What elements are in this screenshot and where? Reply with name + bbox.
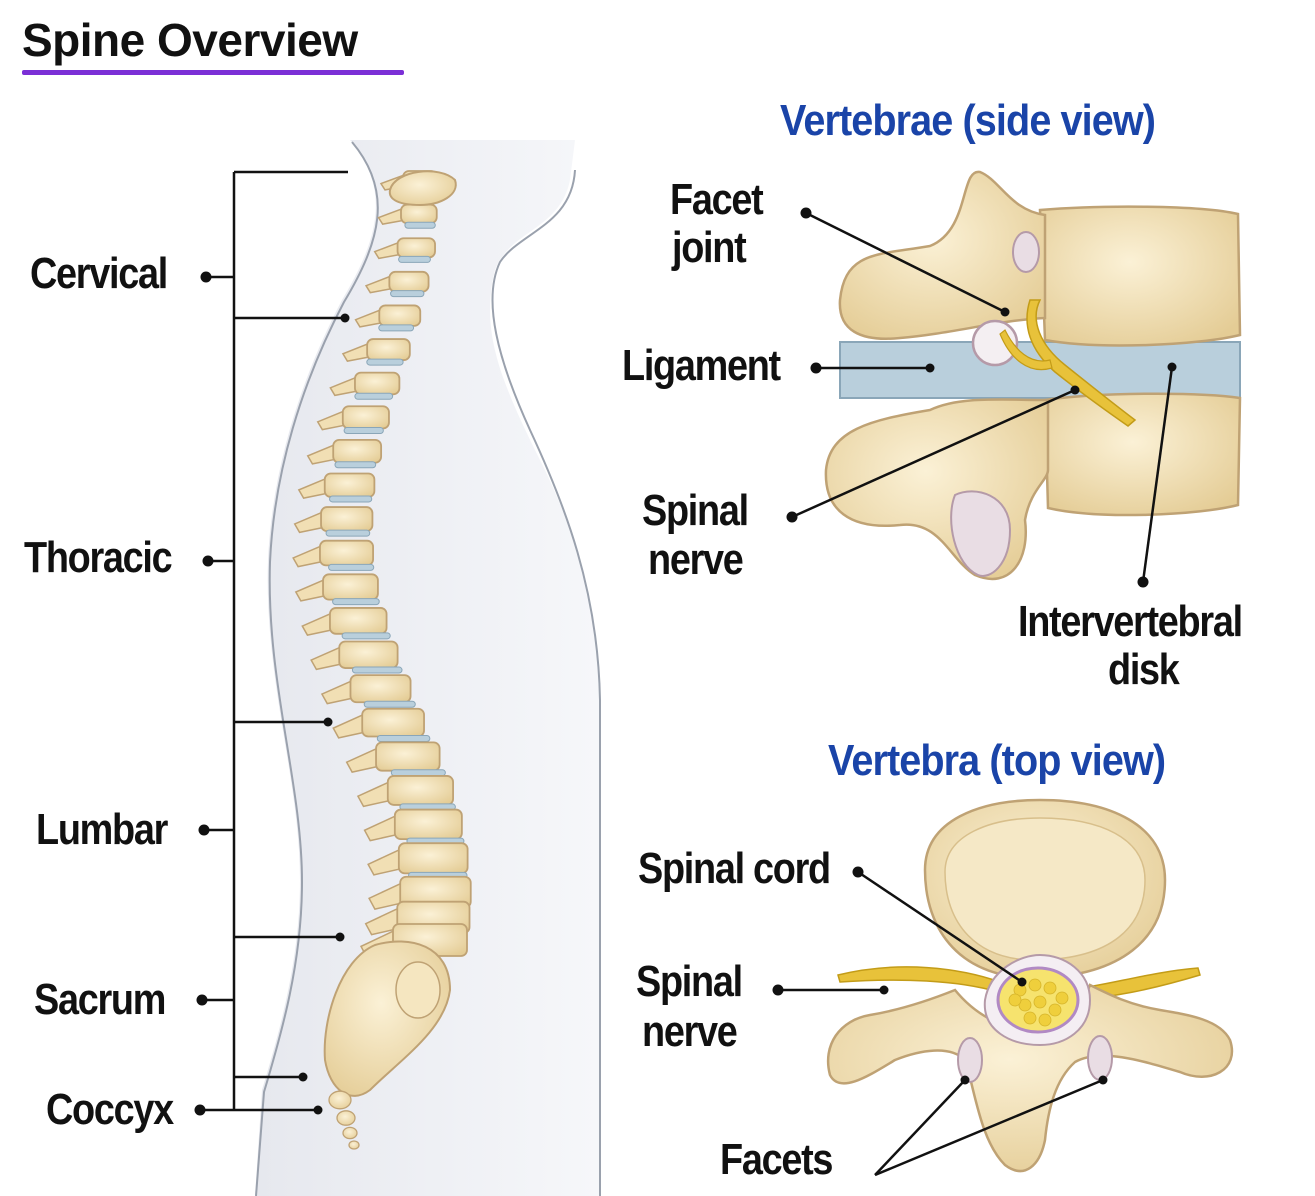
label-cervical: Cervical	[30, 249, 168, 298]
spinal-disc	[325, 529, 371, 537]
label-facet-joint-2: joint	[672, 223, 747, 272]
region-dots	[194, 271, 350, 1116]
spinal-disc	[376, 734, 431, 742]
spinal-disc	[341, 632, 391, 640]
spinal-cord-texture	[1008, 978, 1069, 1027]
label-facet-joint-1: Facet	[670, 175, 764, 224]
vertebral-body	[341, 405, 390, 430]
region-bracket	[200, 170, 348, 1112]
front-outline	[491, 169, 601, 1196]
sacroiliac-surface	[395, 961, 441, 1019]
back-outline	[255, 141, 379, 1196]
coccyx-segment	[342, 1126, 358, 1140]
label-spinal-nerve-top-2: nerve	[642, 1007, 738, 1056]
label-facets: Facets	[720, 1135, 833, 1184]
spinal-disc	[366, 358, 404, 366]
vertebral-body	[378, 304, 422, 327]
spinal-nerve-root	[999, 329, 1053, 371]
top-view-dots	[772, 866, 1108, 1085]
label-lumbar: Lumbar	[36, 805, 168, 854]
facet-cartilage-lower	[950, 490, 1012, 577]
top-view-leaders	[778, 870, 1104, 1177]
spinal-disc	[329, 495, 373, 503]
label-sacrum: Sacrum	[34, 975, 166, 1024]
label-coccyx: Coccyx	[46, 1085, 174, 1134]
atlas-vertebra	[388, 170, 457, 207]
vertebral-body	[361, 707, 425, 738]
label-spinal-cord: Spinal cord	[638, 844, 831, 893]
upper-posterior-elements	[838, 170, 1047, 340]
spinal-column	[292, 170, 472, 1150]
upper-vertebral-body	[1038, 205, 1242, 347]
vertebral-body	[386, 775, 454, 806]
cord-fiber	[1023, 1011, 1037, 1025]
vertebral-body	[332, 438, 383, 464]
top-view-title: Vertebra (top view)	[828, 736, 1166, 785]
label-intervertebral-2: disk	[1108, 645, 1180, 694]
title-underline	[22, 70, 404, 75]
vertebrae-side-view	[824, 170, 1242, 581]
vertebral-body	[320, 506, 374, 533]
spinal-disc	[404, 221, 436, 229]
vertebral-body	[397, 842, 469, 875]
spinal-disc	[390, 769, 446, 777]
coccyx-segment	[336, 1110, 356, 1126]
vertebral-body-inner	[944, 817, 1146, 961]
spinal-nerve-left	[837, 966, 1001, 993]
side-view-title: Vertebrae (side view)	[780, 96, 1156, 145]
vertebral-body	[319, 539, 374, 567]
vertebral-body	[349, 674, 412, 704]
vertebra-top-view	[826, 798, 1234, 1173]
vertebral-body	[354, 371, 401, 396]
facet-right	[1087, 1035, 1113, 1081]
vertebral-body	[375, 741, 441, 772]
lower-posterior-elements	[824, 398, 1050, 581]
label-intervertebral-1: Intervertebral	[1018, 597, 1243, 646]
vertebral-body	[323, 472, 376, 498]
vertebral-body	[388, 270, 430, 293]
spinal-disc	[343, 427, 384, 435]
body-silhouette	[255, 140, 600, 1196]
side-view-leaders	[791, 211, 1174, 583]
cord-fiber	[1048, 1003, 1062, 1017]
vertebral-body	[393, 808, 463, 841]
vertebral-body	[329, 607, 388, 635]
coccyx-segment	[328, 1090, 352, 1110]
cord-fiber	[1055, 991, 1069, 1005]
vertebral-body	[338, 640, 399, 669]
spinal-disc	[332, 598, 380, 606]
page-title: Spine Overview	[22, 14, 358, 66]
spinal-disc	[378, 324, 415, 332]
spinal-disc	[354, 392, 394, 400]
facet-left	[957, 1037, 983, 1083]
cord-fiber	[1018, 998, 1032, 1012]
side-view-dots	[786, 207, 1177, 588]
spinal-disc	[328, 563, 375, 571]
spinal-disc	[390, 290, 425, 298]
lower-vertebral-body	[1043, 392, 1242, 517]
spinal-disc	[363, 700, 416, 708]
cord-fiber	[1028, 978, 1042, 992]
vertebral-body	[396, 237, 436, 259]
cord-fiber	[1043, 981, 1057, 995]
facet-cartilage-upper	[1012, 231, 1040, 273]
vertebral-body	[400, 203, 438, 225]
label-spinal-nerve-side-2: nerve	[648, 535, 744, 584]
spinal-disc	[351, 666, 403, 674]
vertebral-body	[366, 338, 411, 361]
cord-fiber	[1008, 993, 1022, 1007]
spinal-disc	[398, 255, 431, 263]
label-spinal-nerve-top-1: Spinal	[636, 957, 743, 1006]
label-ligament: Ligament	[622, 341, 781, 390]
spinal-disc	[334, 461, 377, 469]
vertebral-body	[322, 573, 379, 601]
cord-fiber	[1038, 1013, 1052, 1027]
coccyx-segment	[348, 1140, 360, 1150]
cord-fiber	[1033, 995, 1047, 1009]
vertebral-arch	[826, 983, 1234, 1173]
label-spinal-nerve-side-1: Spinal	[642, 486, 749, 535]
label-thoracic: Thoracic	[24, 533, 173, 582]
